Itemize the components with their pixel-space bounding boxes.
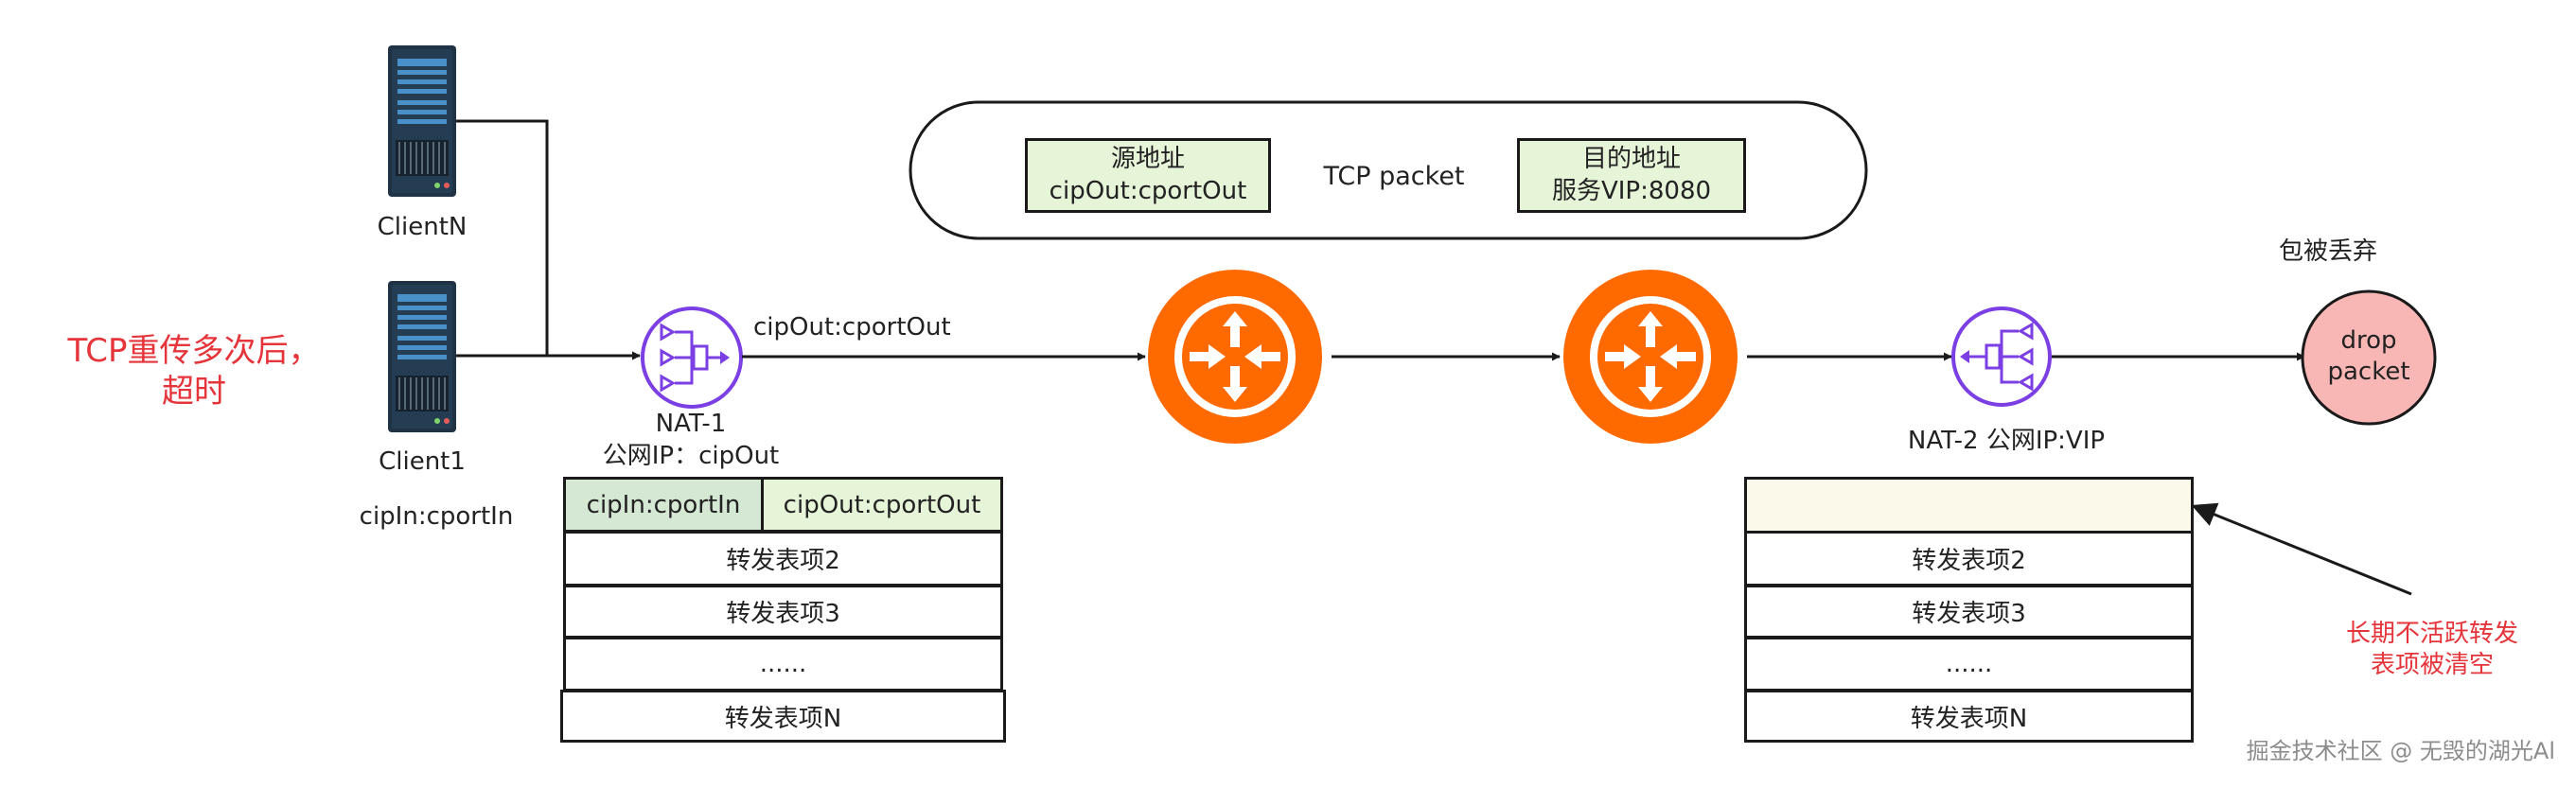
nat1-table-header-inner: cipIn:cportIn [563, 477, 764, 533]
drop-packet-node [2301, 289, 2437, 426]
nat1-table-row: 转发表项2 [563, 531, 1003, 587]
tcp-packet-label: TCP packet [1323, 162, 1465, 191]
retry-note-line2: 超时 [162, 372, 226, 411]
drop-text-line1: drop [2340, 326, 2397, 355]
expired-entry-note: 长期不活跃转发 表项被清空 [2319, 619, 2546, 680]
retry-note-line1: TCP重传多次后， [67, 332, 321, 370]
packet-destination-title: 目的地址 [1581, 144, 1681, 173]
drop-packet-text: drop packet [2312, 325, 2426, 387]
packet-destination-value: 服务VIP:8080 [1551, 176, 1712, 205]
nat1-outbound-label: cipOut:cportOut [753, 313, 951, 341]
router-icon-2 [1563, 270, 1738, 444]
nat1-table-row: ...... [563, 637, 1003, 692]
nat1-public-ip: 公网IP：cipOut [602, 442, 780, 470]
expired-note-line2: 表项被清空 [2370, 650, 2494, 679]
drop-caption: 包被丢弃 [2278, 237, 2377, 266]
expired-entry-pointer [2191, 502, 2412, 596]
packet-source-title: 源地址 [1110, 144, 1185, 173]
client-1-label: Client1 [379, 447, 466, 476]
server-icon-client-1 [387, 280, 457, 433]
nat-gateway-icon-2 [1951, 306, 2052, 407]
nat2-table-row: 转发表项2 [1744, 531, 2194, 587]
server-icon-client-n [387, 44, 457, 198]
nat-gateway-icon-1 [641, 306, 743, 409]
drop-text-line2: packet [2327, 357, 2410, 386]
nat2-table-row: 转发表项3 [1744, 585, 2194, 639]
nat1-name: NAT-1 [655, 410, 727, 438]
packet-source-value: cipOut:cportOut [1049, 176, 1247, 205]
nat2-table-row: ...... [1744, 637, 2194, 692]
packet-source-box: 源地址 cipOut:cportOut [1025, 138, 1271, 213]
nat2-table-header-cleared [1744, 477, 2194, 534]
nat2-table-row: 转发表项N [1744, 690, 2194, 743]
client-1-address: cipIn:cportIn [359, 502, 514, 531]
client-n-link [456, 119, 641, 360]
nat1-table-row: 转发表项N [560, 690, 1006, 743]
nat2-label: NAT-2 公网IP:VIP [1907, 427, 2106, 455]
router-icon-1 [1148, 270, 1322, 444]
retry-timeout-note: TCP重传多次后， 超时 [38, 331, 350, 412]
client-n-label: ClientN [377, 213, 468, 241]
nat1-table-header-outer: cipOut:cportOut [761, 477, 1003, 533]
watermark: 掘金技术社区 @ 无毁的湖光Al [2246, 738, 2555, 764]
packet-destination-box: 目的地址 服务VIP:8080 [1517, 138, 1746, 213]
expired-note-line1: 长期不活跃转发 [2345, 620, 2518, 648]
nat1-table-row: 转发表项3 [563, 585, 1003, 639]
